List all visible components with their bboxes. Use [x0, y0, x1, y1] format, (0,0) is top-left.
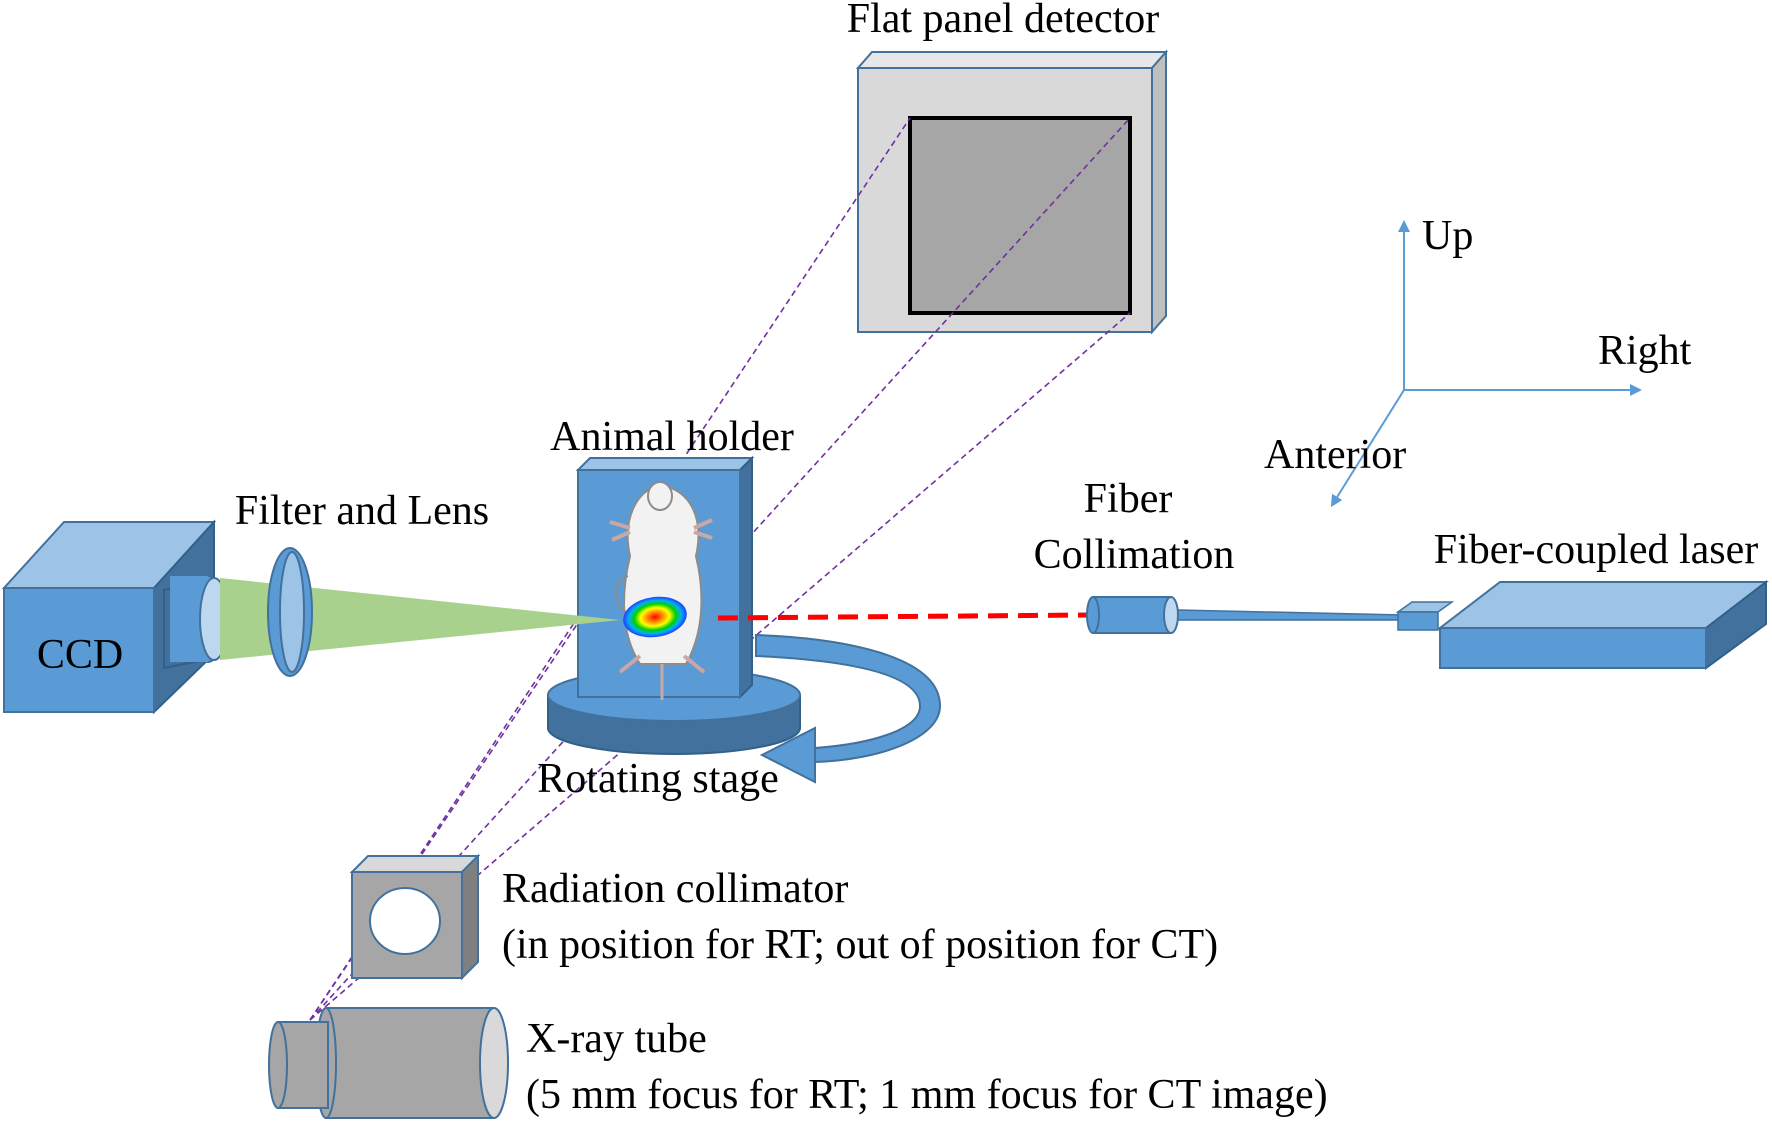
- ccd-camera: [1, 519, 229, 715]
- radiation-collimator: [349, 853, 481, 981]
- fiber-coupled-laser-label: Fiber-coupled laser: [1434, 527, 1759, 573]
- fiber-collimator: [1086, 596, 1179, 634]
- radiation-collimator-label-line2: (in position for RT; out of position for…: [502, 922, 1218, 968]
- flat-panel-detector: [855, 49, 1169, 335]
- optical-fiber: [1177, 609, 1403, 621]
- filter-lens: [267, 547, 313, 677]
- fiber-collimation-label-line2: Collimation: [1034, 532, 1235, 578]
- anterior-axis-label: Anterior: [1264, 432, 1406, 478]
- fluorescence-signal: [623, 596, 687, 638]
- filter-and-lens-label: Filter and Lens: [235, 488, 489, 534]
- rotation-arrow: [755, 633, 942, 784]
- radiation-collimator-label-line1: Radiation collimator: [502, 866, 848, 912]
- ccd-label: CCD: [37, 632, 123, 678]
- right-axis-label: Right: [1598, 328, 1692, 374]
- fiber-collimation-label-line1: Fiber: [1084, 476, 1173, 522]
- fiber-coupled-laser: [1395, 579, 1769, 670]
- emission-light-cone: [220, 578, 620, 660]
- rotating-stage-label: Rotating stage: [537, 756, 778, 802]
- orientation-axes: [1330, 220, 1642, 508]
- xray-tube-label-line2: (5 mm focus for RT; 1 mm focus for CT im…: [526, 1072, 1328, 1118]
- up-axis-label: Up: [1422, 213, 1473, 259]
- laser-beam: [717, 612, 1091, 621]
- anterior-axis-arrow: [1330, 389, 1405, 508]
- xray-tube-label-line1: X-ray tube: [526, 1016, 707, 1062]
- animal-holder-label: Animal holder: [550, 414, 794, 460]
- xray-tube: [268, 1007, 509, 1119]
- collimator-aperture: [369, 887, 441, 955]
- flat-panel-detector-label: Flat panel detector: [847, 0, 1160, 42]
- detector-sensor-area: [908, 116, 1132, 315]
